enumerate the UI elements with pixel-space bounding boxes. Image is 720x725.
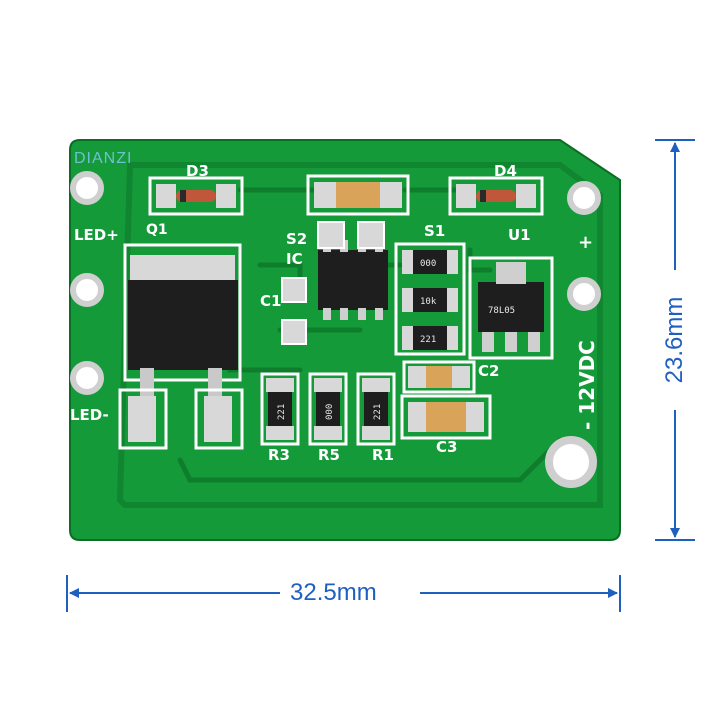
width-label: 32.5mm <box>290 579 377 606</box>
s1-resistors <box>394 242 466 356</box>
label-c2: C2 <box>478 362 499 380</box>
label-plus: + <box>578 232 593 253</box>
s1b-marking: 10k <box>420 297 437 307</box>
label-ic: IC <box>286 250 303 268</box>
r5-marking: 000 <box>325 404 335 420</box>
height-label: 23.6mm <box>661 296 688 384</box>
regulator-marking: 78L05 <box>488 306 515 316</box>
capacitor-c1-pads <box>281 277 307 345</box>
led-minus-pads <box>118 388 244 450</box>
r3-marking: 221 <box>277 404 287 420</box>
label-q1: Q1 <box>146 222 168 238</box>
width-dimension <box>66 575 621 612</box>
capacitor-c3 <box>400 394 492 440</box>
diode-d3 <box>148 176 244 216</box>
watermark: DIANZI <box>74 150 133 167</box>
s1c-marking: 221 <box>420 335 436 345</box>
label-c3: C3 <box>436 438 457 456</box>
height-dimension <box>655 139 695 541</box>
label-u1: U1 <box>508 226 531 244</box>
label-r3: R3 <box>268 446 290 464</box>
diode-d4 <box>448 176 544 216</box>
copper-outline <box>116 162 603 508</box>
s2-pads <box>317 221 385 249</box>
r1-marking: 221 <box>373 404 383 420</box>
label-led-minus: LED- <box>70 406 109 424</box>
s1a-marking: 000 <box>420 259 436 269</box>
mounting-holes <box>70 171 601 488</box>
resistors-bottom <box>260 372 396 446</box>
label-s1: S1 <box>424 222 445 240</box>
ic-chip <box>318 240 388 320</box>
label-s2: S2 <box>286 230 307 248</box>
mosfet-q1 <box>123 243 242 398</box>
label-voltage: - 12VDC <box>575 340 599 430</box>
label-r1: R1 <box>372 446 394 464</box>
label-r5: R5 <box>318 446 340 464</box>
regulator-u1 <box>468 256 554 360</box>
label-led-plus: LED+ <box>74 226 119 244</box>
capacitor-top <box>306 174 410 216</box>
capacitor-c2 <box>402 360 476 394</box>
label-d4: D4 <box>494 162 517 180</box>
label-d3: D3 <box>186 162 209 180</box>
label-c1: C1 <box>260 292 281 310</box>
